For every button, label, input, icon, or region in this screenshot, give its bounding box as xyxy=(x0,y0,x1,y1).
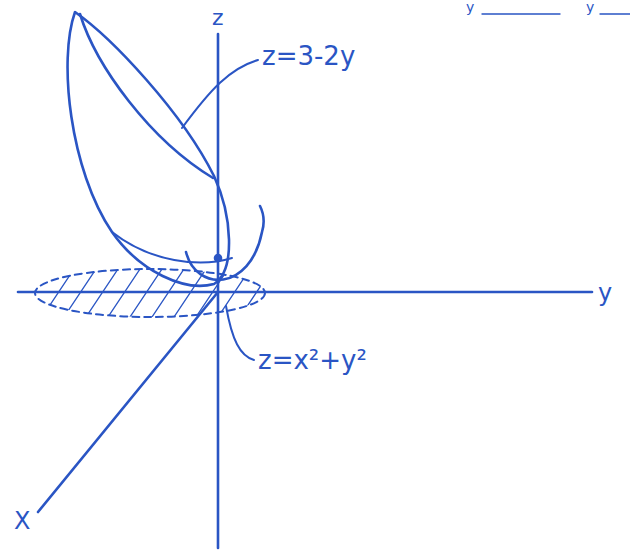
surface-label: z=x²+y² xyxy=(258,346,367,375)
surface-label: z=3-2y xyxy=(262,42,355,71)
intersection-curve xyxy=(112,232,232,262)
plane-edge xyxy=(80,14,213,178)
leader-line xyxy=(182,60,258,128)
leader-line xyxy=(226,306,254,360)
point-marker xyxy=(215,255,221,261)
y-axis xyxy=(18,291,592,294)
axis-label: X xyxy=(14,508,30,534)
axis-label: y xyxy=(598,280,612,306)
plane-surface xyxy=(68,12,229,286)
paraboloid-surface xyxy=(186,206,264,280)
answer-blank xyxy=(600,13,630,14)
answer-letter: y xyxy=(466,0,474,15)
axis-label: z xyxy=(212,6,224,30)
answer-blank xyxy=(482,13,560,14)
answer-letter: y xyxy=(586,0,594,15)
x-axis xyxy=(38,292,218,512)
